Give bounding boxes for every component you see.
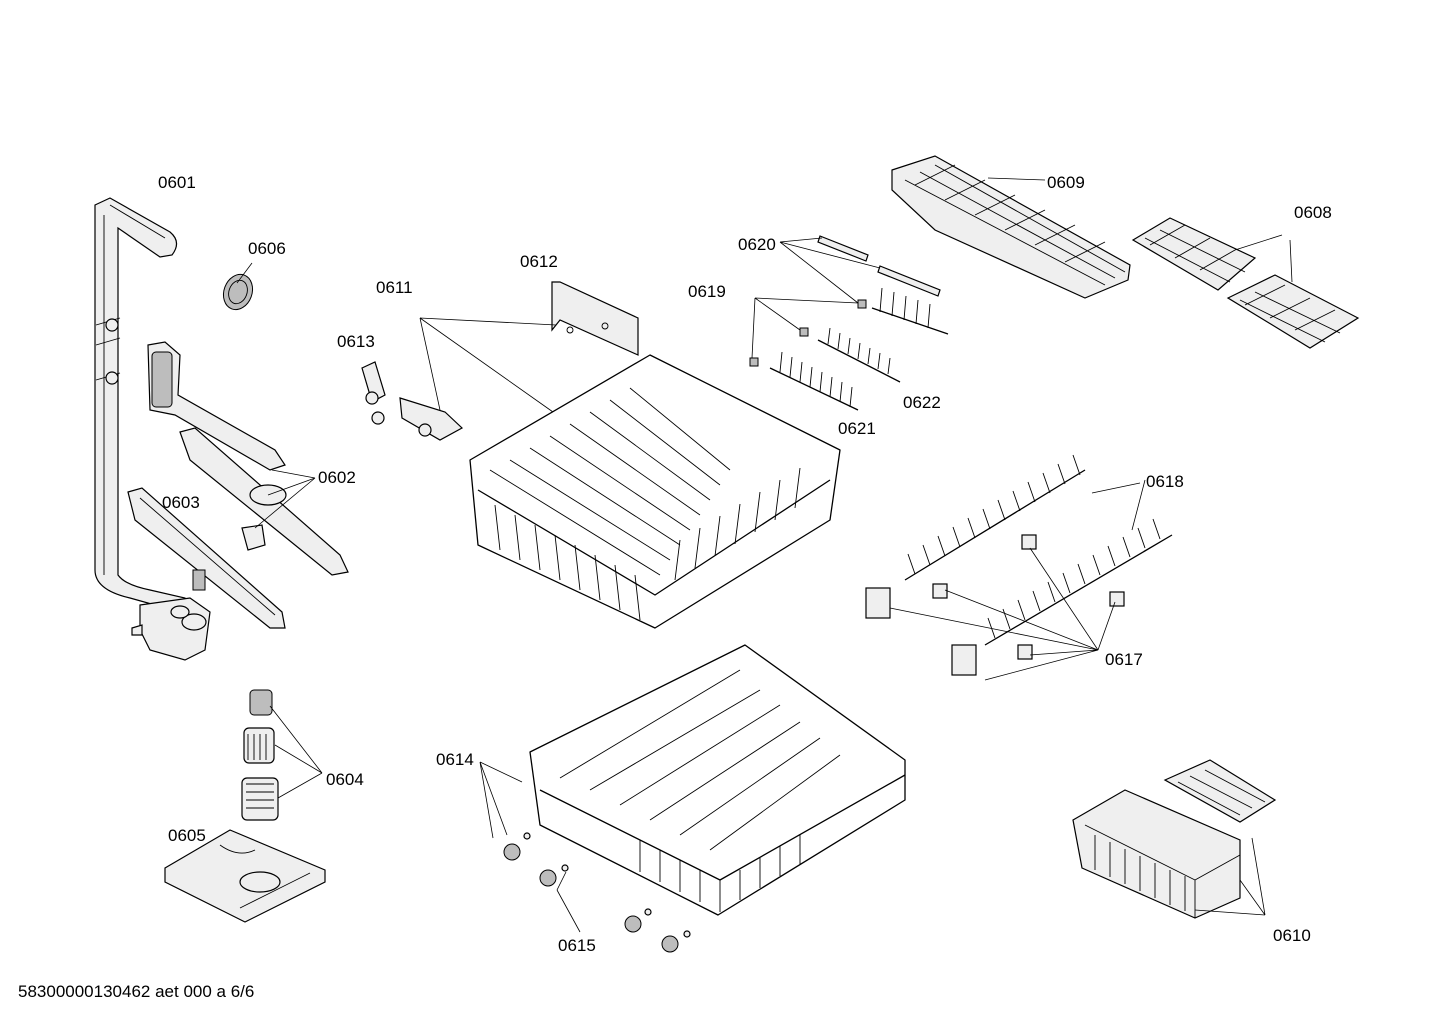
label-0622: 0622 bbox=[903, 393, 941, 412]
label-0610: 0610 bbox=[1273, 926, 1311, 945]
part-0609-cutlery-tray bbox=[891, 155, 1131, 299]
label-0613: 0613 bbox=[337, 332, 375, 351]
part-0611-rail-bracket bbox=[399, 397, 464, 441]
label-0604: 0604 bbox=[326, 770, 364, 789]
part-0614-wheels bbox=[503, 832, 531, 861]
part-0622-tine-row bbox=[817, 287, 949, 383]
part-0601-supply-pipe bbox=[94, 197, 211, 661]
label-0606: 0606 bbox=[248, 239, 286, 258]
label-0609: 0609 bbox=[1047, 173, 1085, 192]
upper-basket bbox=[469, 354, 841, 629]
label-0617: 0617 bbox=[1105, 650, 1143, 669]
label-0619: 0619 bbox=[688, 282, 726, 301]
label-0621: 0621 bbox=[838, 419, 876, 438]
label-0618: 0618 bbox=[1146, 472, 1184, 491]
label-0612: 0612 bbox=[520, 252, 558, 271]
part-0608-rack-lower bbox=[1226, 274, 1360, 349]
part-0613-roller-bracket bbox=[361, 361, 386, 425]
part-0618-tine-rows bbox=[904, 454, 1173, 646]
label-0603: 0603 bbox=[162, 493, 200, 512]
lower-basket bbox=[529, 644, 906, 916]
part-0615-wheels bbox=[539, 864, 691, 953]
part-0617-clips bbox=[865, 534, 1125, 676]
part-0619-clips bbox=[749, 299, 867, 367]
label-0608: 0608 bbox=[1294, 203, 1332, 222]
part-0608-rack-upper bbox=[1131, 217, 1257, 291]
part-0602-spray-arm bbox=[147, 341, 349, 576]
document-id-footer: 58300000130462 aet 000 a 6/6 bbox=[18, 982, 255, 1001]
leader-lines bbox=[236, 177, 1293, 933]
part-0621-tine-row bbox=[769, 351, 859, 411]
part-0610-cutlery-basket bbox=[1072, 759, 1277, 919]
label-0620: 0620 bbox=[738, 235, 776, 254]
label-0611: 0611 bbox=[376, 278, 413, 297]
part-0606-strainer bbox=[222, 273, 254, 311]
part-0604-filter bbox=[241, 689, 279, 821]
part-0603-spray-arm bbox=[127, 487, 286, 629]
part-0605-filter-plate bbox=[164, 829, 326, 923]
label-0602: 0602 bbox=[318, 468, 356, 487]
label-0605: 0605 bbox=[168, 826, 206, 845]
part-0620-tine-clips bbox=[817, 235, 941, 297]
label-0601: 0601 bbox=[158, 173, 196, 192]
label-0615: 0615 bbox=[558, 936, 596, 955]
part-0612-bracket bbox=[551, 281, 639, 356]
label-0614: 0614 bbox=[436, 750, 474, 769]
